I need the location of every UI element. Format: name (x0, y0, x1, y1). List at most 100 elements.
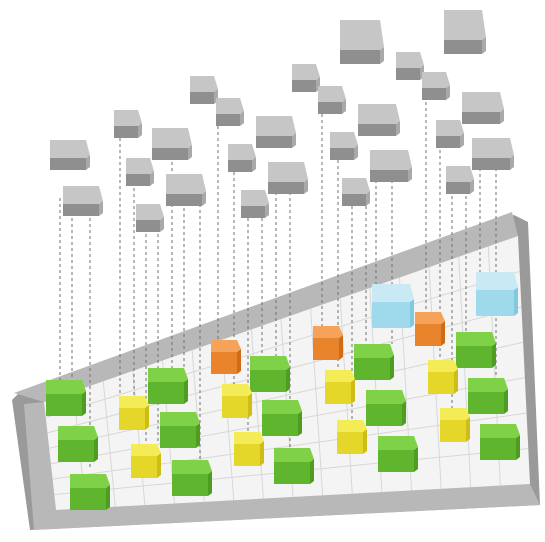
block-side-face (390, 355, 394, 380)
ground-block-yellow (119, 396, 149, 430)
block-side-face (252, 157, 256, 172)
block-side-face (482, 37, 486, 54)
block-side-face (402, 401, 406, 426)
block-top-face (63, 186, 103, 204)
block-side-face (292, 133, 296, 148)
block-front-face (378, 450, 414, 472)
block-side-face (138, 123, 142, 138)
block-front-face (268, 182, 304, 194)
block-top-face (292, 64, 320, 80)
block-top-face (46, 380, 86, 394)
block-front-face (148, 382, 184, 404)
block-side-face (106, 485, 110, 510)
block-front-face (152, 148, 188, 160)
block-side-face (208, 471, 212, 496)
block-top-face (456, 332, 496, 346)
block-top-face (262, 400, 302, 414)
block-top-face (228, 144, 256, 160)
block-front-face (480, 438, 516, 460)
block-front-face (472, 158, 510, 170)
block-top-face (318, 86, 346, 102)
ground-block-orange (211, 340, 241, 374)
ground-block-green (250, 356, 290, 392)
block-side-face (510, 155, 514, 170)
block-front-face (370, 170, 408, 182)
floating-block (472, 138, 514, 170)
block-side-face (86, 155, 90, 170)
ground-block-green (160, 412, 200, 448)
block-side-face (82, 391, 86, 416)
block-front-face (63, 204, 99, 216)
floating-block (136, 204, 164, 232)
ground-block-green (46, 380, 86, 416)
block-front-face (166, 194, 202, 206)
block-front-face (358, 124, 396, 136)
block-side-face (99, 201, 103, 216)
block-front-face (366, 404, 402, 426)
ground-block-green (70, 474, 110, 510)
block-side-face (260, 441, 264, 466)
block-front-face (354, 358, 390, 380)
block-front-face (292, 80, 316, 92)
block-top-face (216, 98, 244, 114)
block-side-face (286, 367, 290, 392)
block-front-face (131, 456, 157, 478)
block-side-face (157, 453, 161, 478)
grid-line (458, 256, 472, 488)
block-top-face (330, 132, 358, 148)
block-side-face (145, 405, 149, 430)
block-top-face (250, 356, 290, 370)
ground-block-green (172, 460, 212, 496)
ground-block-green (58, 426, 98, 462)
block-front-face (241, 206, 265, 218)
block-top-face (366, 390, 406, 404)
ground-block-green (366, 390, 406, 426)
block-side-face (188, 145, 192, 160)
block-top-face (136, 204, 164, 220)
block-side-face (466, 417, 470, 442)
block-side-face (500, 109, 504, 124)
block-front-face (228, 160, 252, 172)
floating-block (444, 10, 486, 54)
ground-block-green (274, 448, 314, 484)
block-front-face (119, 408, 145, 430)
block-front-face (70, 488, 106, 510)
block-top-face (70, 474, 110, 488)
floating-block (370, 150, 412, 182)
block-top-face (468, 378, 508, 392)
block-top-face (440, 408, 470, 420)
block-front-face (211, 352, 237, 374)
block-side-face (202, 191, 206, 206)
ground-block-green (468, 378, 508, 414)
block-side-face (454, 369, 458, 394)
block-top-face (428, 360, 458, 372)
block-front-face (325, 382, 351, 404)
block-front-face (50, 158, 86, 170)
block-top-face (462, 92, 504, 112)
ground-block-blue (372, 284, 414, 328)
block-side-face (298, 411, 302, 436)
block-front-face (216, 114, 240, 126)
floating-block (190, 76, 218, 104)
block-side-face (396, 121, 400, 136)
block-front-face (444, 40, 482, 54)
block-top-face (241, 190, 269, 206)
block-front-face (456, 346, 492, 368)
block-top-face (337, 420, 367, 432)
block-side-face (516, 435, 520, 460)
block-top-face (396, 52, 424, 68)
floating-block (216, 98, 244, 126)
block-front-face (446, 182, 470, 194)
ground-block-green (262, 400, 302, 436)
block-side-face (339, 335, 343, 360)
floating-block (318, 86, 346, 114)
block-side-face (363, 429, 367, 454)
floating-block (292, 64, 320, 92)
grid-line (310, 308, 324, 496)
block-front-face (440, 420, 466, 442)
block-top-face (126, 158, 154, 174)
block-side-face (414, 447, 418, 472)
block-front-face (274, 462, 310, 484)
block-top-face (358, 104, 400, 124)
